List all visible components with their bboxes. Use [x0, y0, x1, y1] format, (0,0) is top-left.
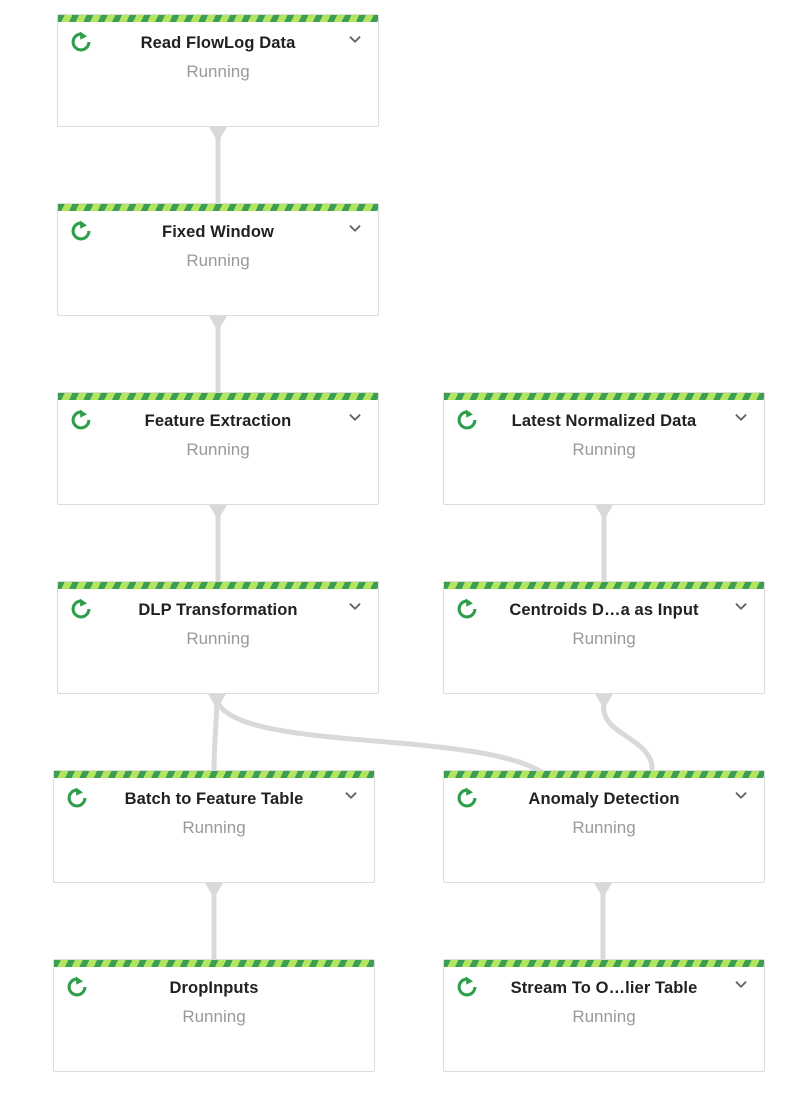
step-status: Running	[186, 251, 250, 270]
running-progress-stripes	[444, 960, 764, 967]
step-title: Centroids D…a as Input	[509, 601, 699, 619]
step-node-latest-normalized-data[interactable]: Latest Normalized Data Running	[443, 392, 765, 505]
step-status: Running	[182, 818, 246, 837]
running-progress-stripes	[58, 582, 378, 589]
running-progress-stripes	[54, 960, 374, 967]
chevron-down-icon[interactable]	[344, 28, 366, 50]
step-status: Running	[572, 818, 636, 837]
running-status-icon	[457, 787, 477, 808]
step-status: Running	[186, 440, 250, 459]
step-node-anomaly-detection[interactable]: Anomaly Detection Running	[443, 770, 765, 883]
running-progress-stripes	[58, 15, 378, 22]
step-status: Running	[572, 629, 636, 648]
running-progress-stripes	[58, 204, 378, 211]
step-node-feature-extraction[interactable]: Feature Extraction Running	[57, 392, 379, 505]
step-title: Fixed Window	[162, 223, 274, 241]
step-title: DLP Transformation	[138, 601, 298, 619]
edge-start-arrow	[595, 505, 613, 516]
step-status: Running	[186, 629, 250, 648]
step-status: Running	[186, 62, 250, 81]
running-status-icon	[457, 976, 477, 997]
step-node-dlp-transformation[interactable]: DLP Transformation Running	[57, 581, 379, 694]
edge-start-arrow	[208, 694, 226, 705]
edge-start-arrow	[595, 694, 613, 705]
step-node-batch-to-feature-table[interactable]: Batch to Feature Table Running	[53, 770, 375, 883]
step-status: Running	[572, 1007, 636, 1026]
chevron-down-icon[interactable]	[730, 973, 752, 995]
step-node-drop-inputs[interactable]: DropInputs Running	[53, 959, 375, 1072]
step-node-centroids-data-as-input[interactable]: Centroids D…a as Input Running	[443, 581, 765, 694]
edge-centroids-to-anomaly	[601, 702, 655, 774]
running-status-icon	[71, 409, 91, 430]
edge-start-arrow	[209, 505, 227, 516]
chevron-down-icon[interactable]	[344, 595, 366, 617]
running-status-icon	[457, 409, 477, 430]
step-node-read-flowlog-data[interactable]: Read FlowLog Data Running	[57, 14, 379, 127]
edge-start-arrow	[209, 316, 227, 327]
edge-start-arrow	[205, 883, 223, 894]
chevron-down-icon[interactable]	[730, 595, 752, 617]
running-progress-stripes	[58, 393, 378, 400]
running-status-icon	[457, 598, 477, 619]
chevron-down-icon[interactable]	[730, 784, 752, 806]
chevron-down-icon[interactable]	[340, 784, 362, 806]
step-status: Running	[572, 440, 636, 459]
step-node-stream-to-outlier-table[interactable]: Stream To O…lier Table Running	[443, 959, 765, 1072]
running-status-icon	[67, 787, 87, 808]
running-status-icon	[71, 31, 91, 52]
step-title: Anomaly Detection	[528, 790, 680, 808]
edge-start-arrow	[594, 883, 612, 894]
step-title: Read FlowLog Data	[140, 34, 296, 52]
chevron-down-icon[interactable]	[730, 406, 752, 428]
step-node-fixed-window[interactable]: Fixed Window Running	[57, 203, 379, 316]
step-title: DropInputs	[169, 979, 259, 997]
running-progress-stripes	[54, 771, 374, 778]
step-title: Batch to Feature Table	[124, 790, 304, 808]
running-progress-stripes	[444, 582, 764, 589]
chevron-down-icon[interactable]	[344, 406, 366, 428]
step-status: Running	[182, 1007, 246, 1026]
running-progress-stripes	[444, 771, 764, 778]
step-title: Feature Extraction	[144, 412, 292, 430]
running-status-icon	[71, 220, 91, 241]
step-title: Latest Normalized Data	[511, 412, 697, 430]
edge-dlp-to-anomaly	[215, 701, 545, 776]
running-status-icon	[71, 598, 91, 619]
running-progress-stripes	[444, 393, 764, 400]
chevron-down-icon[interactable]	[344, 217, 366, 239]
step-title: Stream To O…lier Table	[510, 979, 698, 997]
edge-start-arrow	[209, 127, 227, 138]
edge-dlp-to-batch	[211, 702, 220, 773]
running-status-icon	[67, 976, 87, 997]
